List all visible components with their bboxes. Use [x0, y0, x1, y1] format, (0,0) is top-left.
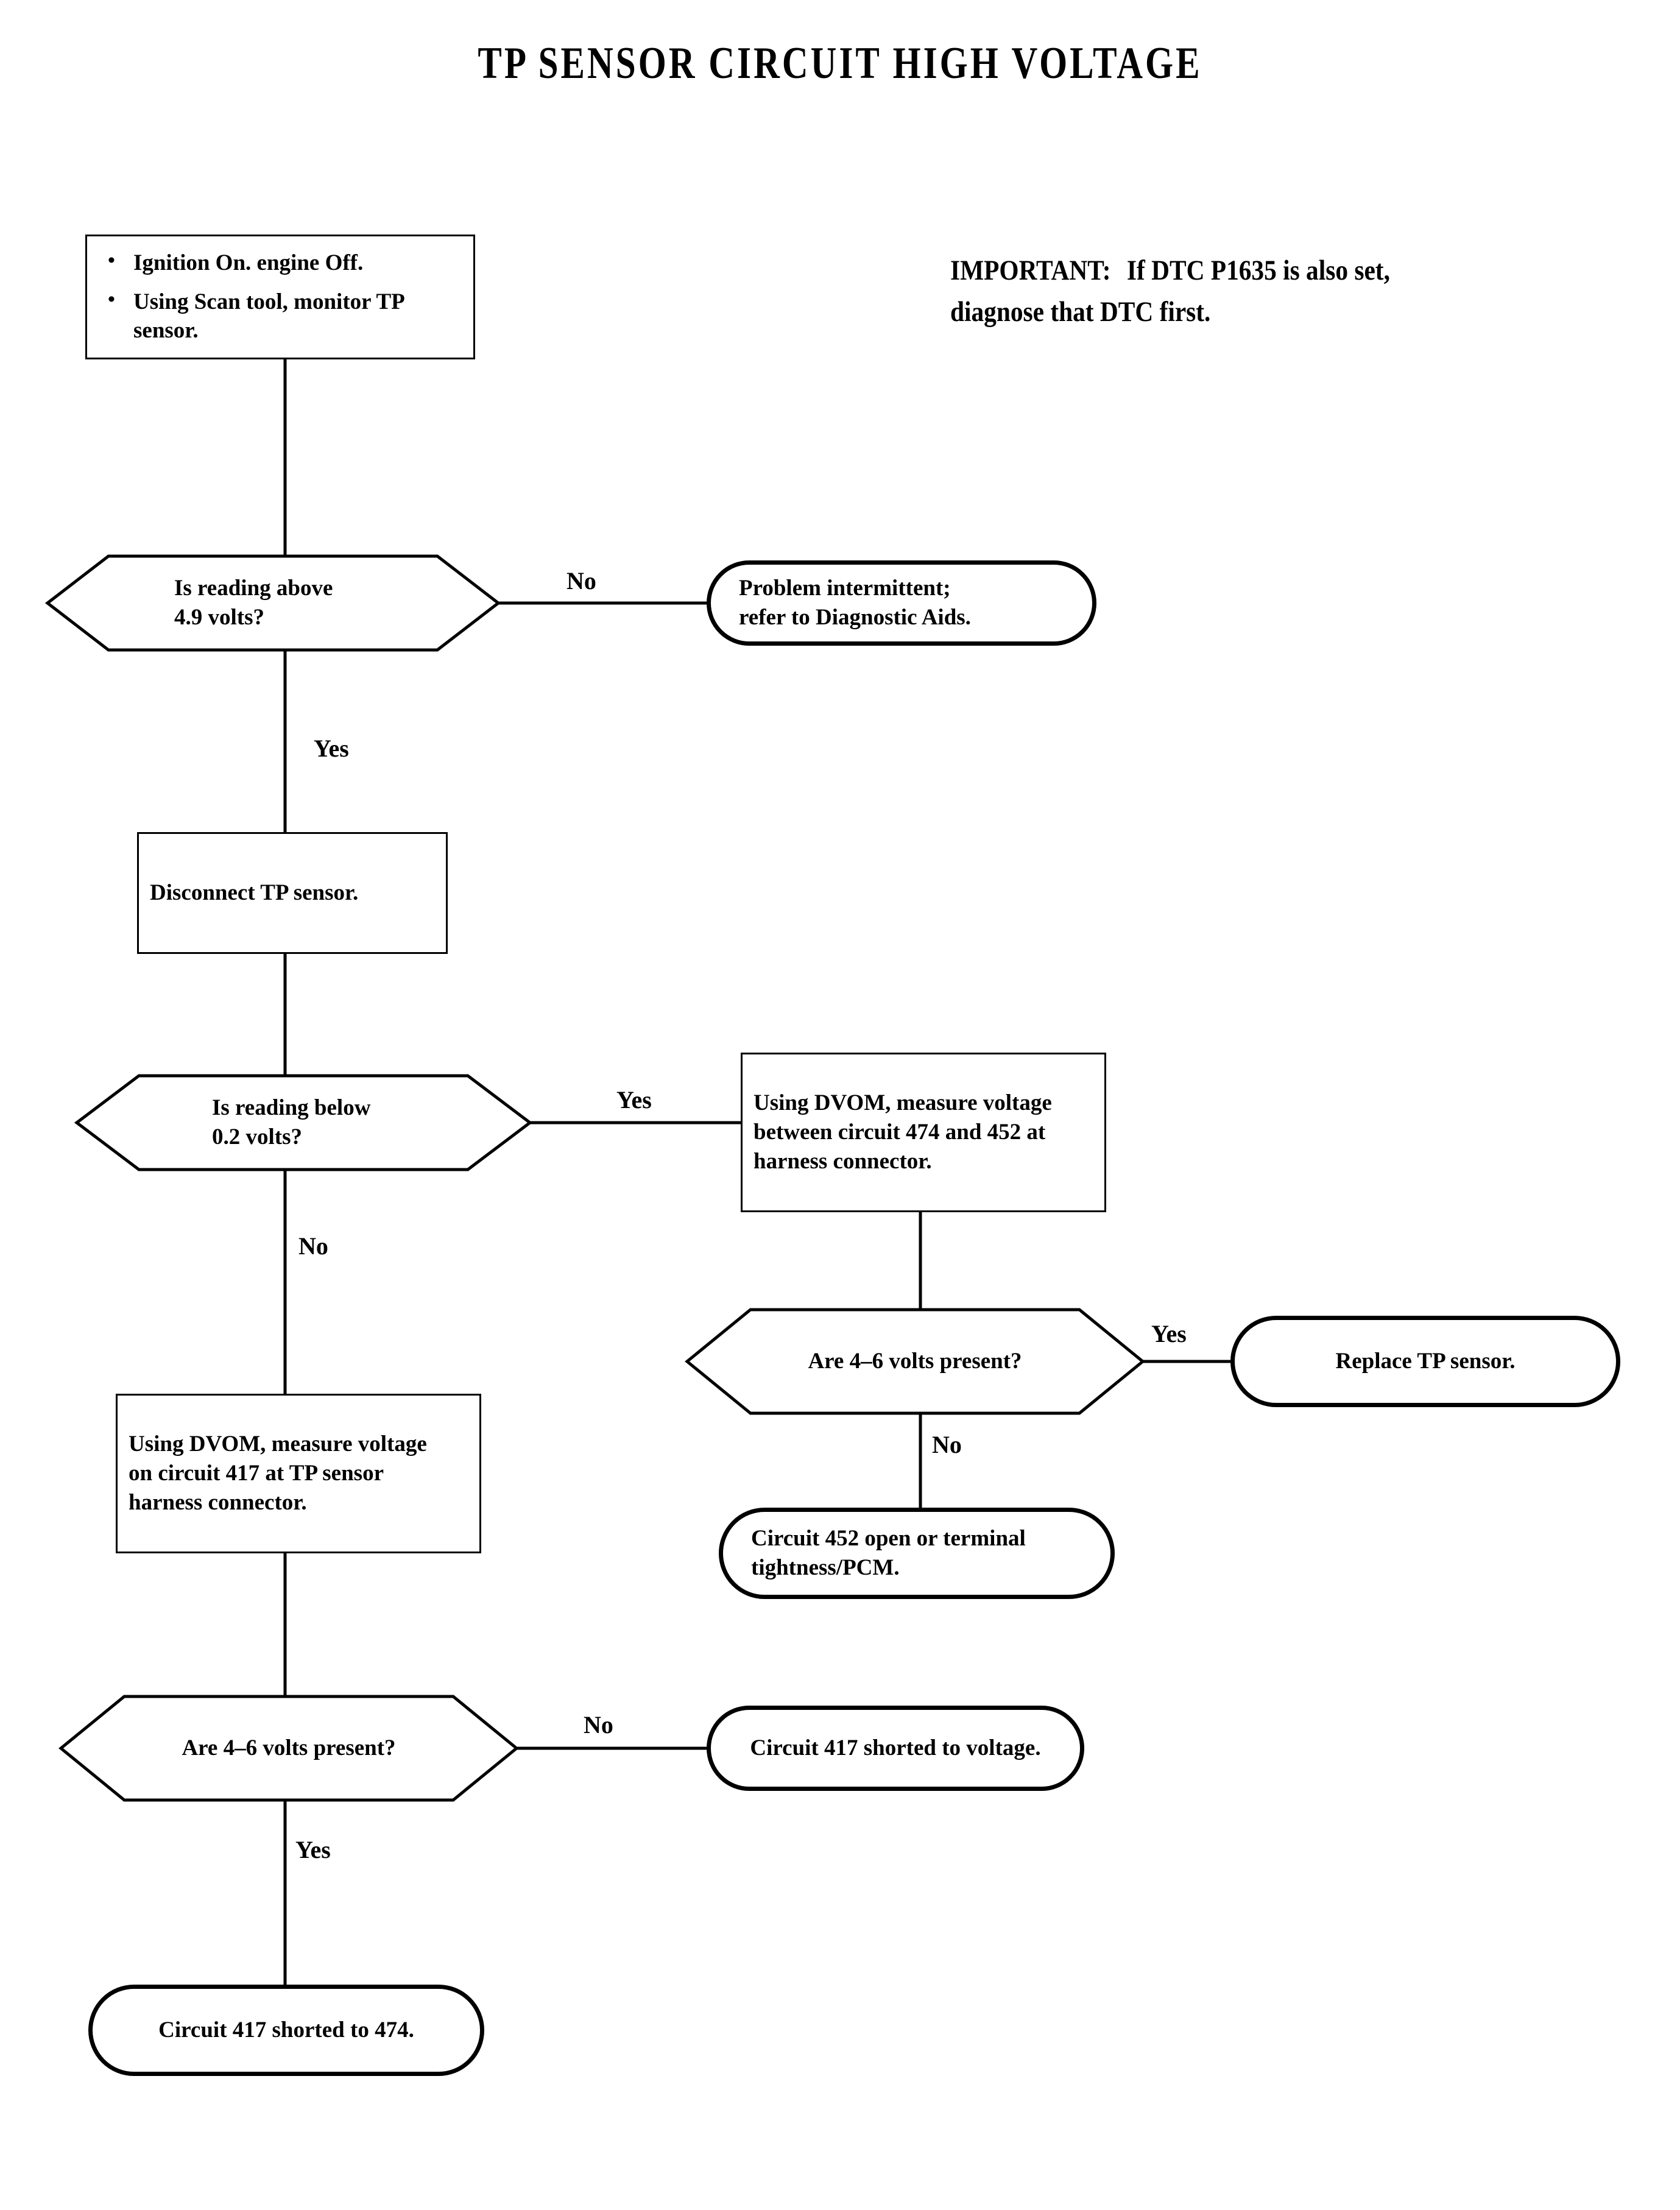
- decision-text: Are 4–6 volts present?: [182, 1735, 396, 1760]
- process-line-3: harness connector.: [129, 1490, 307, 1516]
- node-terminal-circuit-417-shorted-voltage[interactable]: Circuit 417 shorted to voltage.: [707, 1706, 1084, 1791]
- terminal-text: Circuit 417 shorted to 474.: [158, 2017, 414, 2042]
- edge-label-yes-2: Yes: [616, 1086, 652, 1114]
- node-decision-reading-above-4-9[interactable]: Is reading above 4.9 volts?: [174, 556, 461, 650]
- node-decision-volts-present-right[interactable]: Are 4–6 volts present?: [769, 1310, 1061, 1413]
- terminal-text: Circuit 417 shorted to voltage.: [750, 1735, 1041, 1760]
- process-line-2: between circuit 474 and 452 at: [754, 1119, 1046, 1145]
- node-decision-volts-present-left[interactable]: Are 4–6 volts present?: [143, 1696, 435, 1800]
- decision-line-2: 0.2 volts?: [212, 1124, 302, 1149]
- edge-label-no-3: No: [932, 1431, 962, 1458]
- process-line-3: harness connector.: [754, 1149, 932, 1174]
- terminal-line-2: refer to Diagnostic Aids.: [739, 605, 971, 630]
- decision-text: Are 4–6 volts present?: [808, 1348, 1022, 1374]
- node-terminal-circuit-452-open[interactable]: Circuit 452 open or terminal tightness/P…: [719, 1508, 1115, 1599]
- list-item: Using Scan tool, monitor TP sensor.: [108, 286, 462, 345]
- edge-label-yes-3: Yes: [1151, 1320, 1187, 1347]
- edge-label-no-1: No: [566, 567, 596, 595]
- node-terminal-circuit-417-shorted-474[interactable]: Circuit 417 shorted to 474.: [88, 1985, 484, 2076]
- terminal-line-1: Circuit 452 open or terminal: [751, 1525, 1026, 1551]
- terminal-text: Replace TP sensor.: [1335, 1348, 1516, 1374]
- decision-line-1: Is reading below: [212, 1095, 371, 1120]
- node-decision-reading-below-0-2[interactable]: Is reading below 0.2 volts?: [212, 1076, 498, 1170]
- process-text: Disconnect TP sensor.: [150, 880, 359, 905]
- process-line-2: on circuit 417 at TP sensor: [129, 1460, 384, 1486]
- page-title: TP SENSOR CIRCUIT HIGH VOLTAGE: [478, 38, 1202, 88]
- node-process-dvom-474-452[interactable]: Using DVOM, measure voltage between circ…: [741, 1053, 1106, 1212]
- edge-label-yes-4: Yes: [295, 1836, 331, 1863]
- start-bullet-list: Ignition On. engine Off. Using Scan tool…: [98, 247, 462, 345]
- terminal-line-1: Problem intermittent;: [739, 575, 951, 601]
- important-text: If DTC P1635 is also set, diagnose that …: [950, 255, 1390, 328]
- node-terminal-replace-tp-sensor[interactable]: Replace TP sensor.: [1230, 1316, 1620, 1407]
- process-line-1: Using DVOM, measure voltage: [754, 1090, 1052, 1115]
- edge-label-no-4: No: [584, 1711, 613, 1739]
- edge-label-no-2: No: [298, 1232, 328, 1260]
- important-label: IMPORTANT:: [950, 255, 1111, 286]
- list-item: Ignition On. engine Off.: [108, 247, 462, 277]
- node-start-process[interactable]: Ignition On. engine Off. Using Scan tool…: [85, 235, 475, 359]
- terminal-line-2: tightness/PCM.: [751, 1555, 900, 1580]
- decision-line-2: 4.9 volts?: [174, 605, 264, 630]
- important-note: IMPORTANT:If DTC P1635 is also set, diag…: [950, 250, 1411, 333]
- decision-line-1: Is reading above: [174, 575, 333, 601]
- node-process-dvom-417[interactable]: Using DVOM, measure voltage on circuit 4…: [116, 1394, 481, 1553]
- edge-label-yes-1: Yes: [314, 735, 349, 762]
- node-terminal-problem-intermittent[interactable]: Problem intermittent; refer to Diagnosti…: [707, 560, 1096, 646]
- node-process-disconnect-tp-sensor[interactable]: Disconnect TP sensor.: [137, 832, 448, 954]
- process-line-1: Using DVOM, measure voltage: [129, 1431, 427, 1456]
